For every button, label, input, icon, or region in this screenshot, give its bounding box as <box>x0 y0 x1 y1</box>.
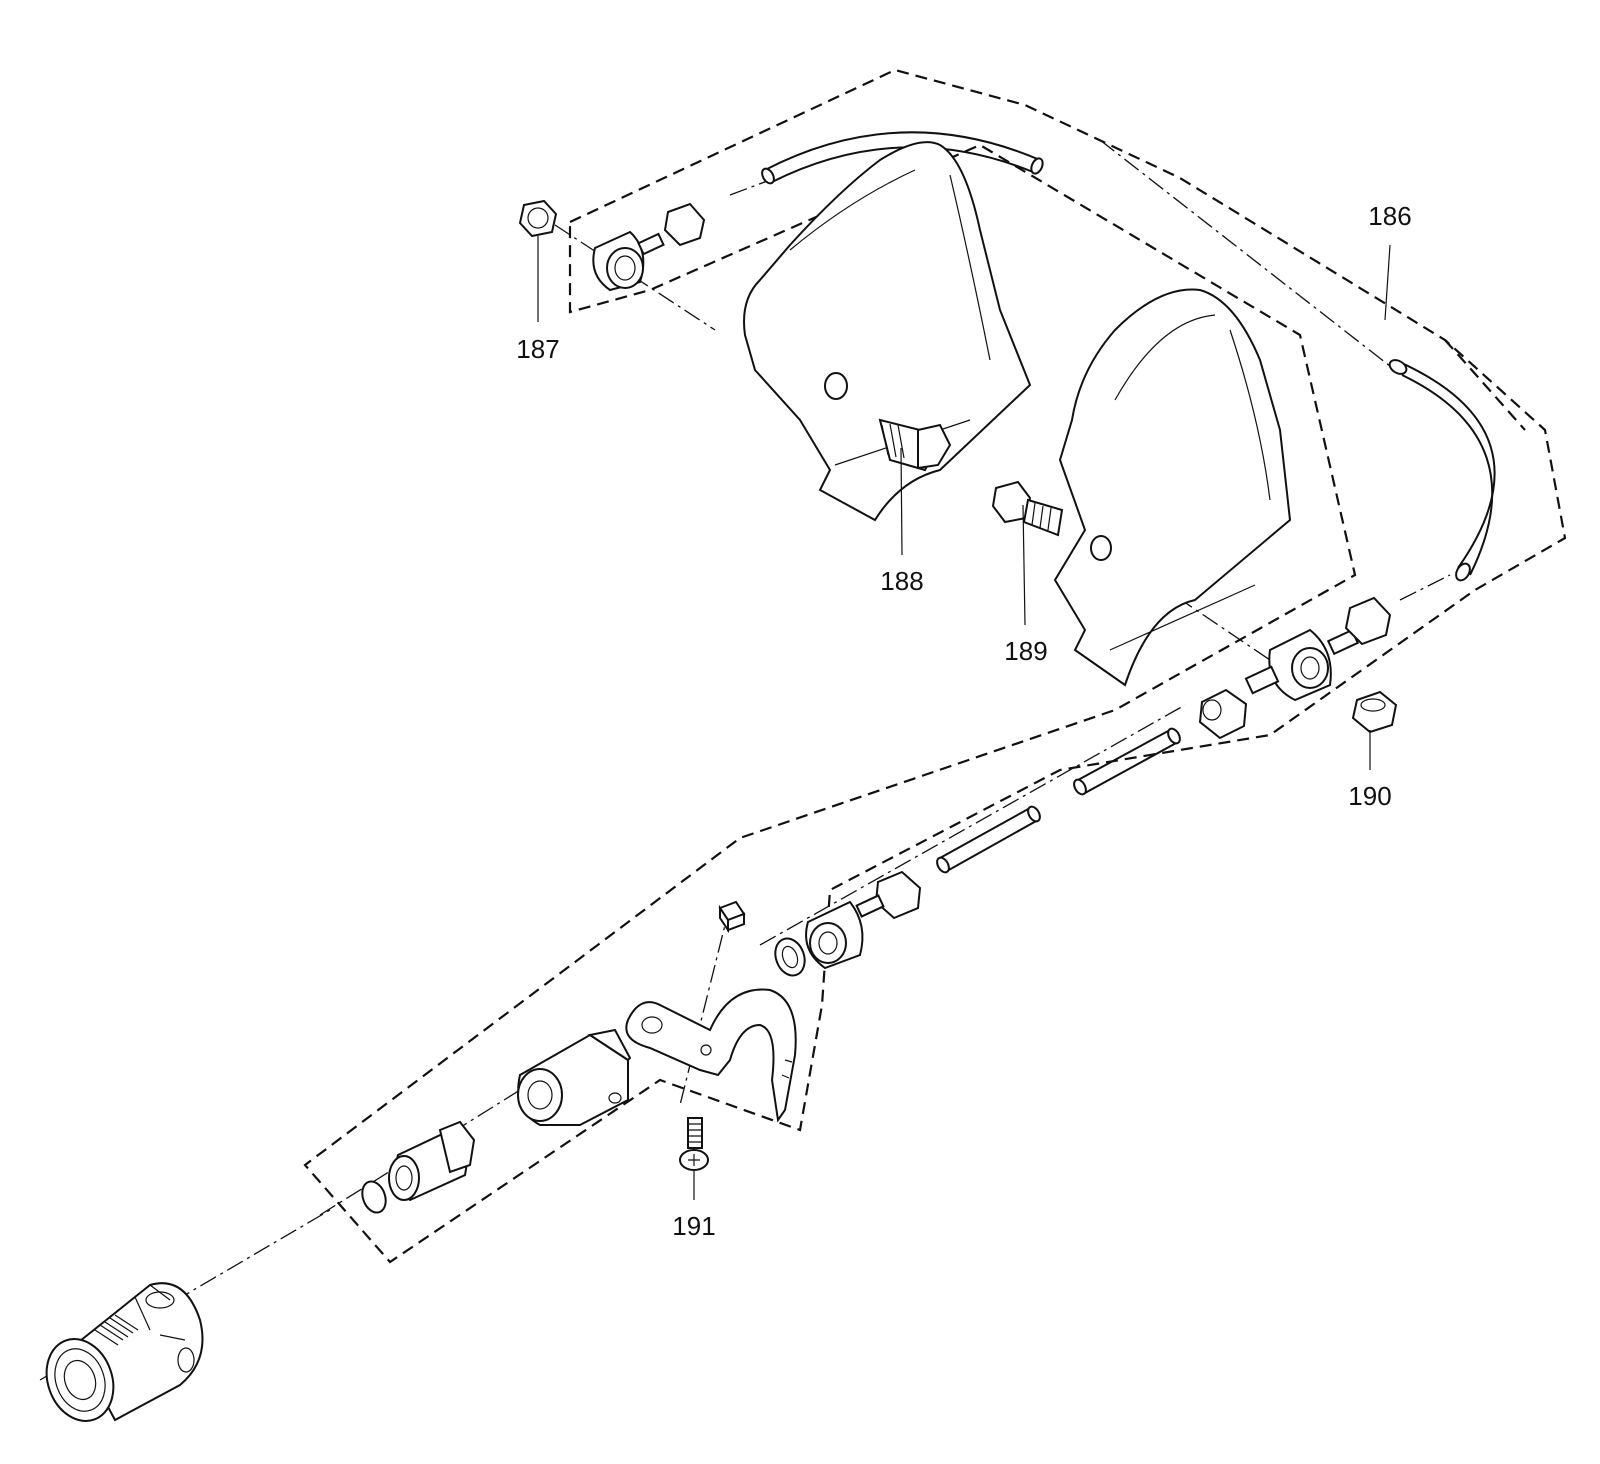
tube-top <box>761 131 1044 185</box>
banjo-bolt-188 <box>878 418 952 472</box>
pipe-clamp <box>625 988 797 1123</box>
threaded-nipple <box>388 1120 476 1202</box>
callout-189: 189 <box>1004 636 1047 666</box>
callout-191: 191 <box>672 1211 715 1241</box>
elbow-connector <box>517 1028 632 1126</box>
o-ring-small <box>361 1180 387 1214</box>
callout-187: 187 <box>516 334 559 364</box>
nut-tee-top <box>1344 596 1392 646</box>
callout-188: 188 <box>880 566 923 596</box>
tee-fitting <box>1244 628 1360 702</box>
adapter-fitting <box>805 894 885 970</box>
cap-nut-190 <box>1351 690 1398 734</box>
nozzle-fitting-upper <box>592 230 665 292</box>
leader-lines <box>537 236 1391 1200</box>
shield-right <box>1053 288 1292 687</box>
square-nut <box>718 900 746 934</box>
tube-right <box>1388 359 1496 582</box>
banjo-bolt-189 <box>991 480 1064 537</box>
shield-left <box>743 141 1032 522</box>
nut-187 <box>518 199 558 238</box>
nut-upper-small <box>663 202 706 247</box>
seal-ring <box>774 937 806 977</box>
tube-middle-upper <box>1073 727 1181 796</box>
nut-tee-left <box>1198 688 1248 740</box>
callout-190: 190 <box>1348 781 1391 811</box>
nut-lower <box>874 870 922 920</box>
tube-middle-lower <box>936 805 1041 874</box>
quick-coupler <box>45 1282 204 1422</box>
assembly-boundary <box>303 68 1567 1264</box>
callout-186: 186 <box>1368 201 1411 231</box>
screw-191 <box>679 1117 709 1171</box>
